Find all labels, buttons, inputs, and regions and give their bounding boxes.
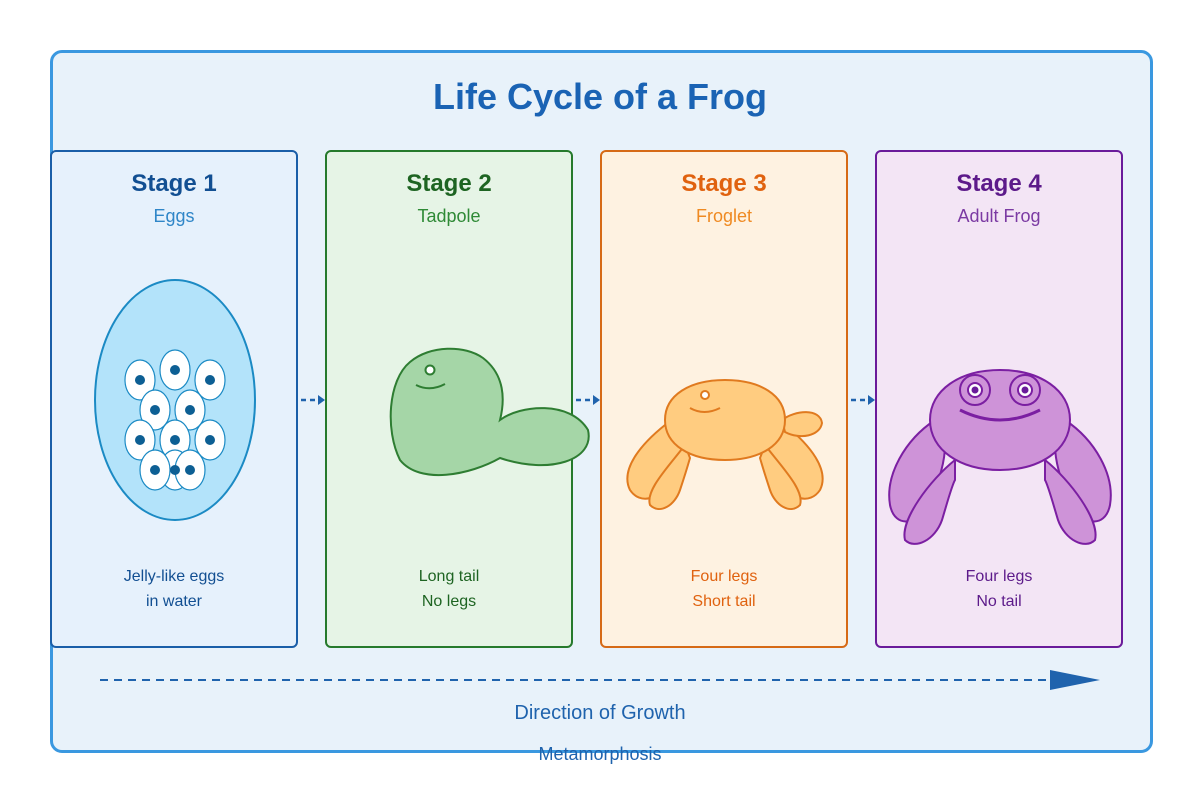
diagram-title: Life Cycle of a Frog xyxy=(432,76,768,117)
egg-cluster-illustration xyxy=(94,279,256,521)
stage-description: Four legs No tail xyxy=(877,564,1121,614)
stage-name: Froglet xyxy=(695,206,753,226)
stage-description: Jelly-like eggs in water xyxy=(52,564,296,614)
description-line: in water xyxy=(145,593,203,610)
metamorphosis-label: Metamorphosis xyxy=(538,744,662,764)
description-line: Long tail xyxy=(418,568,480,585)
stage-number: Stage 2 xyxy=(406,170,492,197)
stage-number: Stage 3 xyxy=(681,170,767,197)
stage-name: Eggs xyxy=(153,206,195,226)
stage-number: Stage 4 xyxy=(956,170,1042,197)
stage-number: Stage 1 xyxy=(131,170,217,197)
adult-frog-illustration xyxy=(888,368,1112,545)
stage-connector-arrow xyxy=(851,395,875,405)
growth-direction-arrow xyxy=(100,670,1100,690)
description-line: Short tail xyxy=(692,593,756,610)
stage-connector-arrow xyxy=(576,395,600,405)
description-line: Four legs xyxy=(690,568,758,585)
description-line: No tail xyxy=(976,593,1022,610)
description-line: Four legs xyxy=(965,568,1033,585)
stage-name: Adult Frog xyxy=(957,206,1041,226)
froglet-illustration xyxy=(626,378,824,510)
stage-name: Tadpole xyxy=(417,206,481,226)
description-line: Jelly-like eggs xyxy=(123,568,225,585)
stage-description: Four legs Short tail xyxy=(602,564,846,614)
stage-description: Long tail No legs xyxy=(327,564,571,614)
tadpole-illustration xyxy=(389,347,590,477)
stage-connector-arrow xyxy=(301,395,325,405)
growth-direction-label: Direction of Growth xyxy=(514,702,686,724)
description-line: No legs xyxy=(421,593,477,610)
